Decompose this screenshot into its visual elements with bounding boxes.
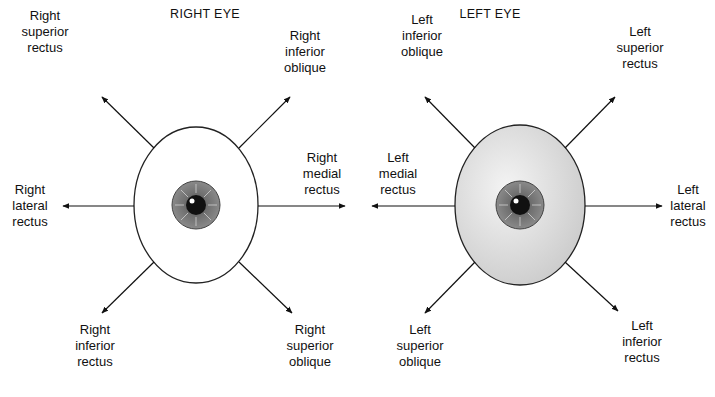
muscle-label: Left inferior oblique — [401, 12, 443, 60]
muscle-label: Left lateral rectus — [670, 182, 705, 230]
muscle-label: Right superior oblique — [287, 322, 334, 370]
highlight — [514, 199, 519, 204]
muscle-label: Left medial rectus — [379, 150, 417, 198]
muscle-label: Left superior rectus — [617, 24, 664, 72]
left-eyeball — [455, 125, 585, 285]
eye-heading: LEFT EYE — [459, 6, 520, 22]
iris-lines — [175, 184, 217, 226]
muscle-label: Right inferior rectus — [75, 322, 115, 370]
muscle-label: Right lateral rectus — [12, 182, 47, 230]
muscle-label: Right superior rectus — [22, 8, 69, 56]
right-iris — [172, 181, 220, 229]
muscle-label: Left superior oblique — [397, 322, 444, 370]
highlight — [190, 199, 195, 204]
right-pupil — [186, 195, 206, 215]
left-pupil — [510, 195, 530, 215]
muscle-label: Right inferior oblique — [284, 28, 326, 76]
right-eyeball — [134, 127, 258, 283]
iris-lines — [499, 184, 541, 226]
eye-heading: RIGHT EYE — [170, 6, 240, 22]
pull-arrows — [63, 97, 662, 313]
left-iris — [496, 181, 544, 229]
muscle-label: Right medial rectus — [303, 150, 341, 198]
muscle-label: Left inferior rectus — [622, 318, 662, 366]
